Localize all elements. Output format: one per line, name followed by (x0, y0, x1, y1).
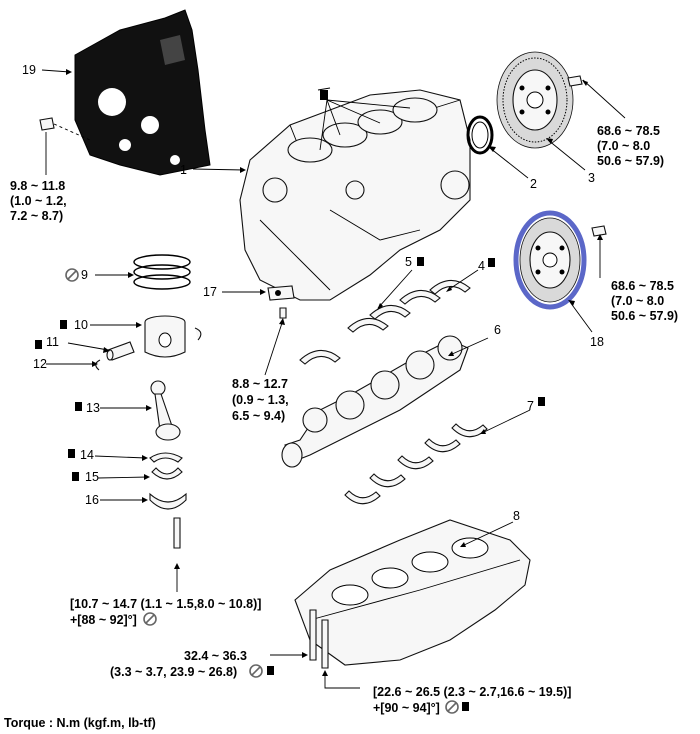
drive-plate-bolt (591, 225, 607, 237)
oil-icon-11 (35, 340, 42, 349)
part-label-13: 13 (86, 401, 100, 415)
torque-19-line3: 7.2 ~ 8.7) (10, 209, 63, 223)
snap-ring (194, 327, 202, 341)
part-label-7: 7 (527, 399, 534, 413)
torque-leader-8b (324, 672, 360, 689)
oil-icon-14 (68, 449, 75, 458)
rod-bolt (173, 517, 181, 549)
piston-rings (133, 254, 191, 290)
oil-jet (267, 285, 295, 319)
rod-cap (149, 492, 187, 510)
part-label-2: 2 (530, 177, 537, 191)
leader-1 (192, 168, 245, 171)
oil-icon-13 (75, 402, 82, 411)
leader-5 (377, 269, 413, 309)
torque-leader-3 (582, 79, 626, 119)
oil-icon-4 (488, 258, 495, 267)
torque-3-line1: 68.6 ~ 78.5 (597, 124, 660, 138)
torque-18-line2: (7.0 ~ 8.0 (611, 294, 664, 308)
torque-3-line3: 50.6 ~ 57.9) (597, 154, 664, 168)
torque-19-line2: (1.0 ~ 1.2, (10, 194, 67, 208)
part-label-6: 6 (494, 323, 501, 337)
oil-icon-10 (60, 320, 67, 329)
leader-4 (447, 269, 479, 291)
drive-plate (513, 210, 587, 310)
oil-icon-7 (538, 397, 545, 406)
pin-snap-ring (95, 359, 101, 371)
cylinder-block (239, 89, 471, 301)
part-label-18: 18 (590, 335, 604, 349)
oil-icon-15 (72, 472, 79, 481)
part-label-8: 8 (513, 509, 520, 523)
leader-8 (461, 521, 514, 547)
lower-rod-bearing (151, 467, 183, 480)
cover-bolt (39, 117, 91, 175)
part-label-10: 10 (74, 318, 88, 332)
part-label-9: 9 (81, 268, 88, 282)
connecting-rod (150, 380, 181, 441)
rear-oil-seal (466, 115, 494, 155)
leader-2 (489, 147, 529, 179)
ladder-frame (294, 519, 531, 666)
torque-8a-line1: 32.4 ~ 36.3 (184, 649, 247, 663)
bedplate-bolts (309, 609, 329, 669)
piston (144, 315, 186, 358)
no-reuse-icon-8a (249, 664, 263, 678)
piston-pin (106, 341, 135, 361)
torque-leader-17 (264, 319, 284, 376)
upper-main-bearings (299, 279, 471, 365)
torque-17-line2: (0.9 ~ 1.3, (232, 393, 289, 407)
lower-main-bearings (344, 423, 488, 505)
torque-16-line2: +[88 ~ 92]°] (70, 613, 137, 627)
torque-17-line3: 6.5 ~ 9.4) (232, 409, 285, 423)
torque-17-line1: 8.8 ~ 12.7 (232, 377, 288, 391)
no-reuse-icon-8b (445, 700, 459, 714)
leader-6 (449, 337, 489, 356)
timing-chain-cover (74, 9, 211, 176)
torque-unit-footer: Torque : N.m (kgf.m, lb-tf) (4, 716, 156, 730)
flywheel (496, 51, 574, 149)
torque-19-line1: 9.8 ~ 11.8 (10, 179, 65, 193)
leader-3 (547, 139, 586, 171)
part-label-14: 14 (80, 448, 94, 462)
torque-8b-line2: +[90 ~ 94]°] (373, 701, 440, 715)
part-label-5: 5 (405, 255, 412, 269)
no-reuse-icon-9 (65, 268, 79, 282)
part-label-17: 17 (203, 285, 217, 299)
part-label-15: 15 (85, 470, 99, 484)
oil-icon-8a (267, 666, 274, 675)
torque-8a-line2: (3.3 ~ 3.7, 23.9 ~ 26.8) (110, 665, 237, 679)
leader-15 (97, 476, 149, 479)
torque-8b-line1: [22.6 ~ 26.5 (2.3 ~ 2.7,16.6 ~ 19.5)] (373, 685, 571, 699)
crankshaft (281, 335, 469, 468)
part-label-16: 16 (85, 493, 99, 507)
part-label-12: 12 (33, 357, 47, 371)
leader-14 (94, 455, 147, 459)
flywheel-bolt (567, 75, 583, 87)
oil-icon-5 (417, 257, 424, 266)
part-label-19: 19 (22, 63, 36, 77)
torque-18-line3: 50.6 ~ 57.9) (611, 309, 678, 323)
oil-icon-cylinders (317, 87, 411, 151)
part-label-4: 4 (478, 259, 485, 273)
leader-18 (569, 301, 593, 333)
leader-19 (41, 69, 71, 73)
no-reuse-icon-16 (143, 612, 157, 626)
torque-3-line2: (7.0 ~ 8.0 (597, 139, 650, 153)
part-label-1: 1 (180, 163, 187, 177)
leader-11 (67, 342, 109, 351)
upper-rod-bearing (149, 452, 183, 463)
torque-16-line1: [10.7 ~ 14.7 (1.1 ~ 1.5,8.0 ~ 10.8)] (70, 597, 261, 611)
oil-icon-8b (462, 702, 469, 711)
part-label-3: 3 (588, 171, 595, 185)
leader-7 (481, 409, 531, 434)
torque-18-line1: 68.6 ~ 78.5 (611, 279, 674, 293)
part-label-11: 11 (46, 335, 59, 349)
